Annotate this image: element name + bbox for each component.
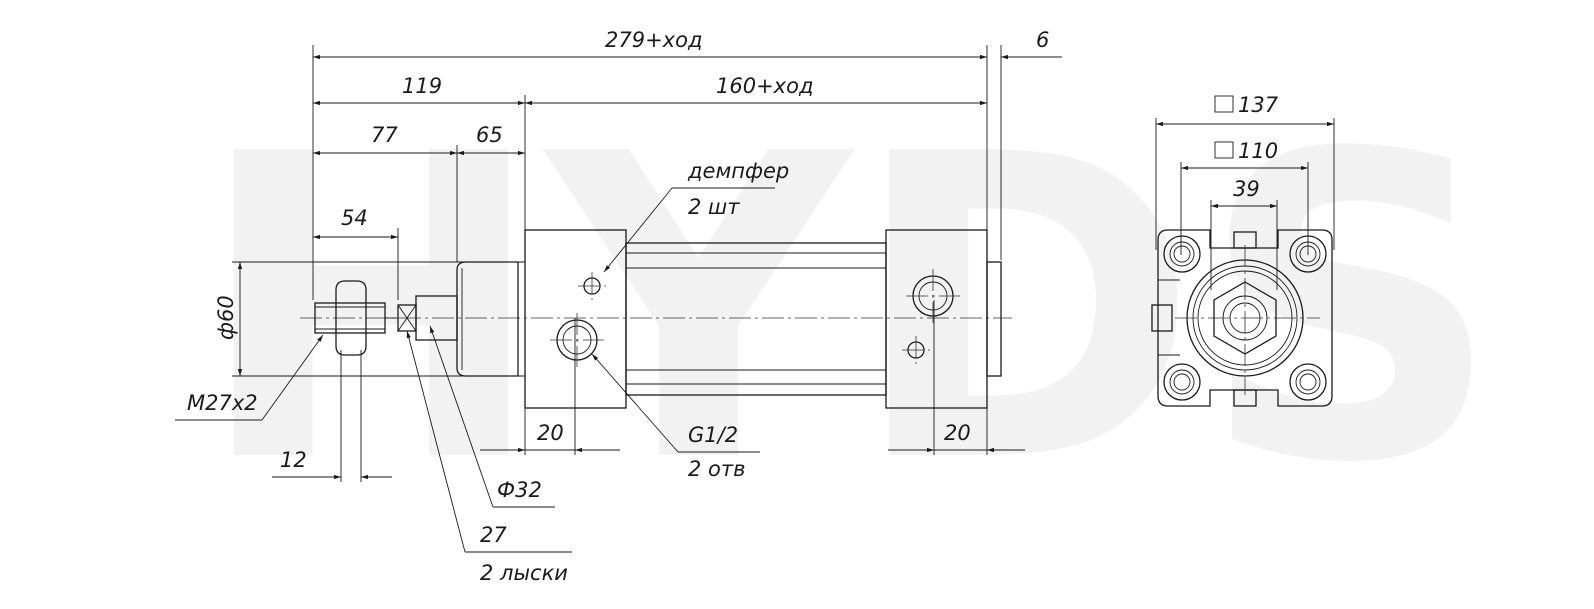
dim-inner-text: 110: [1238, 139, 1278, 163]
dim-20-right-text: 20: [944, 421, 971, 445]
side-view: 279+ход 6 119 160+ход 77 65 54 ф60 20 20…: [175, 28, 1062, 585]
end-view: 137 110 39: [1151, 93, 1335, 407]
square-symbol-icon: [1214, 141, 1234, 159]
callout-damper-1: демпфер: [687, 159, 789, 183]
rear-cap: [986, 261, 1002, 377]
dim-gap-text: 6: [1036, 28, 1049, 52]
callout-port-2: 2 отв: [688, 457, 746, 481]
bolt-top-left: [1163, 235, 1201, 273]
callout-thread: M27x2: [187, 391, 258, 415]
watermark-text: HYDS: [195, 66, 1502, 555]
leader-rod: [429, 325, 494, 508]
leader-flats: [406, 330, 466, 553]
dim-54-text: 54: [341, 206, 368, 230]
dim-119-text: 119: [402, 74, 442, 98]
front-cap: [456, 261, 519, 377]
callout-flats-2: 2 лыски: [480, 561, 568, 585]
dim-77-text: 77: [371, 123, 398, 147]
dim-160-text: 160+ход: [716, 74, 813, 98]
nut: [335, 280, 367, 356]
callout-rod-dia: Ф32: [497, 478, 542, 502]
flat-cross: [397, 304, 417, 332]
dim-overall-text: 279+ход: [605, 28, 702, 52]
bolt-bottom-right: [1289, 363, 1327, 401]
dim-hex-text: 39: [1233, 177, 1260, 201]
bolt-top-right: [1289, 235, 1327, 273]
callout-damper-2: 2 шт: [688, 195, 740, 219]
dim-outer-text: 137: [1238, 93, 1279, 117]
leader-damper: [603, 187, 673, 273]
side-port-boss: [1151, 304, 1173, 332]
dim-20-left-text: 20: [537, 421, 564, 445]
leader-thread: [261, 334, 324, 421]
callout-flats-1: 27: [480, 523, 507, 547]
callout-port-1: G1/2: [688, 423, 738, 447]
dim-12-text: 12: [280, 448, 307, 472]
bolt-bottom-left: [1163, 363, 1201, 401]
leader-port: [591, 353, 679, 453]
dim-bore-text: ф60: [214, 295, 238, 340]
square-symbol-icon: [1214, 95, 1234, 113]
end-body: [1157, 229, 1333, 407]
dim-65-text: 65: [476, 123, 503, 147]
